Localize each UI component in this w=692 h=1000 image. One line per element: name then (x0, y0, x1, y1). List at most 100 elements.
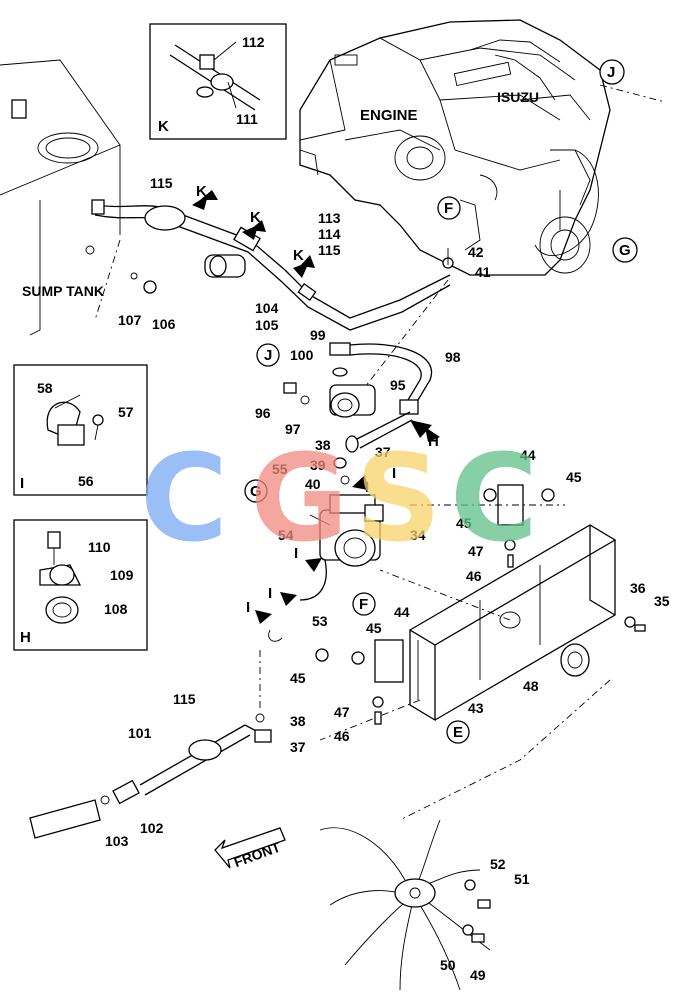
lower-suction-pipe (29, 650, 272, 839)
engine-label: ENGINE (360, 107, 418, 124)
view-marker-f-top[interactable]: F (437, 196, 461, 220)
view-marker-g-pump-text: G (250, 483, 262, 500)
part-52-label[interactable]: 52 (490, 856, 506, 872)
part-53-label[interactable]: 53 (312, 613, 328, 629)
clip-shape (268, 629, 283, 642)
part-114-label[interactable]: 114 (318, 226, 341, 242)
part-41-label[interactable]: 41 (475, 264, 491, 280)
part-48-label[interactable]: 48 (523, 678, 539, 694)
k-arrow-1 (192, 190, 218, 210)
detail-i-letter: I (20, 475, 24, 492)
marker-i-4: I (268, 585, 272, 602)
part-38-label-b[interactable]: 38 (290, 713, 306, 729)
part-111-label[interactable]: 111 (236, 111, 258, 127)
sump-tank-drawing (0, 59, 121, 336)
view-marker-e-text: E (453, 724, 463, 741)
part-40-label[interactable]: 40 (305, 476, 321, 492)
part-108-label[interactable]: 108 (104, 601, 128, 617)
part-47-label-b[interactable]: 47 (334, 704, 350, 720)
part-106-label[interactable]: 106 (152, 316, 176, 332)
view-marker-g-right-text: G (619, 242, 631, 259)
part-55-label[interactable]: 55 (272, 461, 288, 477)
part-34-label[interactable]: 34 (410, 527, 426, 543)
view-marker-g-pump[interactable]: G (244, 479, 268, 503)
part-51-label[interactable]: 51 (514, 871, 530, 887)
detail-h-letter: H (20, 629, 31, 646)
part-102-label[interactable]: 102 (140, 820, 164, 836)
view-marker-e[interactable]: E (446, 720, 470, 744)
main-hydraulic-pump (299, 457, 384, 601)
front-direction-arrow (214, 827, 286, 869)
part-115-label-a[interactable]: 115 (150, 175, 173, 191)
part-105-label[interactable]: 105 (255, 317, 279, 333)
part-37-label-a[interactable]: 37 (375, 444, 391, 460)
part-101-label[interactable]: 101 (128, 725, 152, 741)
part-37-label-b[interactable]: 37 (290, 739, 306, 755)
part-46-label-a[interactable]: 46 (466, 568, 482, 584)
part-57-label[interactable]: 57 (118, 404, 134, 420)
watermark-letter-3: S (355, 430, 441, 569)
part-115-label-b[interactable]: 115 (318, 242, 341, 258)
view-marker-g-right[interactable]: G (612, 237, 638, 263)
engine-brand-label: ISUZU (497, 89, 539, 105)
part-44-label-a[interactable]: 44 (520, 447, 536, 463)
part-58-label[interactable]: 58 (37, 380, 53, 396)
part-44-label-b[interactable]: 44 (394, 604, 410, 620)
view-marker-f-pump[interactable]: F (352, 592, 376, 616)
cooling-fan (319, 819, 491, 991)
part-43-label[interactable]: 43 (468, 700, 484, 716)
detail-view-h (13, 519, 148, 651)
view-marker-j-top[interactable]: J (599, 59, 625, 85)
i-arrow-1 (352, 475, 368, 490)
part-98-label[interactable]: 98 (445, 349, 461, 365)
pump-mounting-frame (319, 484, 617, 821)
part-54-label[interactable]: 54 (278, 527, 294, 543)
part-49-label[interactable]: 49 (470, 967, 486, 983)
part-99-label[interactable]: 99 (310, 327, 326, 343)
part-115-label-c[interactable]: 115 (173, 691, 196, 707)
sump-tank-label: SUMP TANK (22, 283, 104, 299)
part-45-label-a[interactable]: 45 (566, 469, 582, 485)
engine-drawing: ISUZU (299, 19, 611, 276)
marker-i-2: I (365, 479, 369, 496)
part-103-label[interactable]: 103 (105, 833, 129, 849)
h-arrow (410, 420, 440, 442)
part-112-label[interactable]: 112 (242, 34, 265, 50)
i-arrow-3 (280, 592, 297, 606)
part-45-label-c[interactable]: 45 (366, 620, 382, 636)
watermark: C G S C (140, 430, 538, 569)
pilot-pump-assembly (283, 342, 433, 453)
marker-k-1: K (196, 183, 207, 200)
part-109-label[interactable]: 109 (110, 567, 134, 583)
part-35-label[interactable]: 35 (654, 593, 670, 609)
part-38-label-a[interactable]: 38 (315, 437, 331, 453)
part-110-label[interactable]: 110 (88, 539, 111, 555)
detail-k-letter: K (158, 118, 169, 135)
o-ring-107 (130, 272, 138, 280)
part-56-label[interactable]: 56 (78, 473, 94, 489)
part-97-label[interactable]: 97 (285, 421, 301, 437)
marker-i-3: I (294, 545, 298, 562)
k-arrow-3 (293, 255, 315, 278)
part-100-label[interactable]: 100 (290, 347, 314, 363)
marker-i-1: I (392, 465, 396, 482)
part-36-label[interactable]: 36 (630, 580, 646, 596)
part-47-label-a[interactable]: 47 (468, 543, 484, 559)
view-marker-j-pump[interactable]: J (256, 343, 280, 367)
part-96-label[interactable]: 96 (255, 405, 271, 421)
bolts-right (315, 488, 646, 725)
part-95-label[interactable]: 95 (390, 377, 406, 393)
part-46-label-b[interactable]: 46 (334, 728, 350, 744)
front-label: FRONT (232, 839, 283, 871)
part-104-label[interactable]: 104 (255, 300, 279, 316)
part-45-label-b[interactable]: 45 (456, 515, 472, 531)
part-113-label[interactable]: 113 (318, 210, 341, 226)
i-arrow-4 (255, 610, 272, 624)
marker-k-3: K (293, 247, 304, 264)
part-42-label[interactable]: 42 (468, 244, 484, 260)
part-45-label-d[interactable]: 45 (290, 670, 306, 686)
part-50-label[interactable]: 50 (440, 957, 456, 973)
part-39-label[interactable]: 39 (310, 457, 326, 473)
part-107-label[interactable]: 107 (118, 312, 142, 328)
